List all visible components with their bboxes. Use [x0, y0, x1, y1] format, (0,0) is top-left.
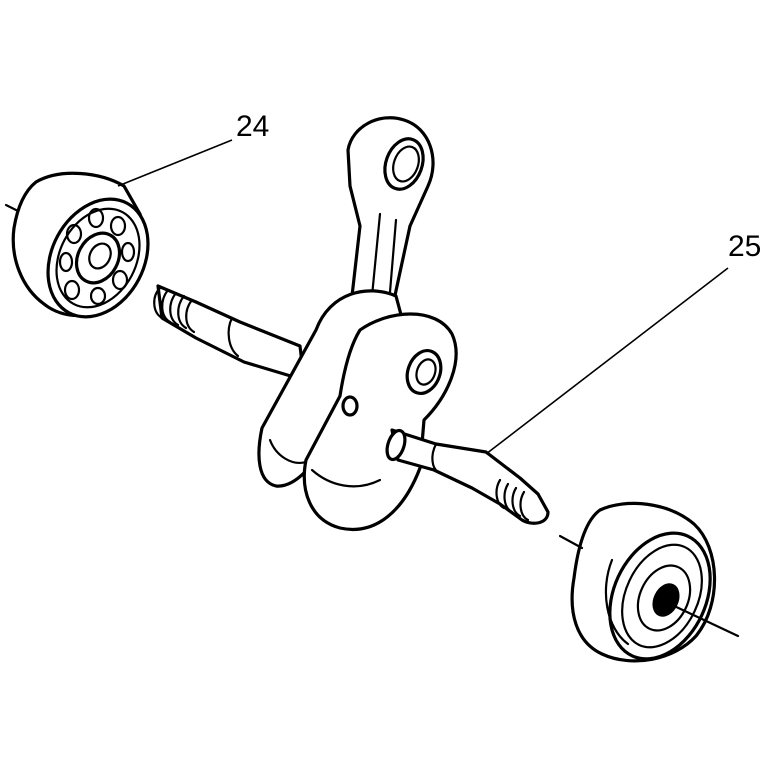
right-center-axis-rear	[558, 534, 584, 550]
callout-label-25: 25	[728, 230, 761, 263]
leader-line-25	[485, 267, 729, 455]
bearing-left-balls	[58, 207, 136, 306]
crankshaft	[153, 116, 550, 531]
leader-line-24	[117, 139, 233, 187]
right-center-axis-front	[668, 602, 740, 638]
crank-webs	[257, 289, 458, 531]
bearing-left	[11, 171, 150, 319]
callout-label-24: 24	[236, 110, 269, 143]
connecting-rod	[346, 116, 435, 332]
crankshaft-left-shaft	[153, 284, 306, 382]
bearing-right	[570, 501, 717, 663]
crankshaft-right-shaft	[385, 428, 550, 525]
